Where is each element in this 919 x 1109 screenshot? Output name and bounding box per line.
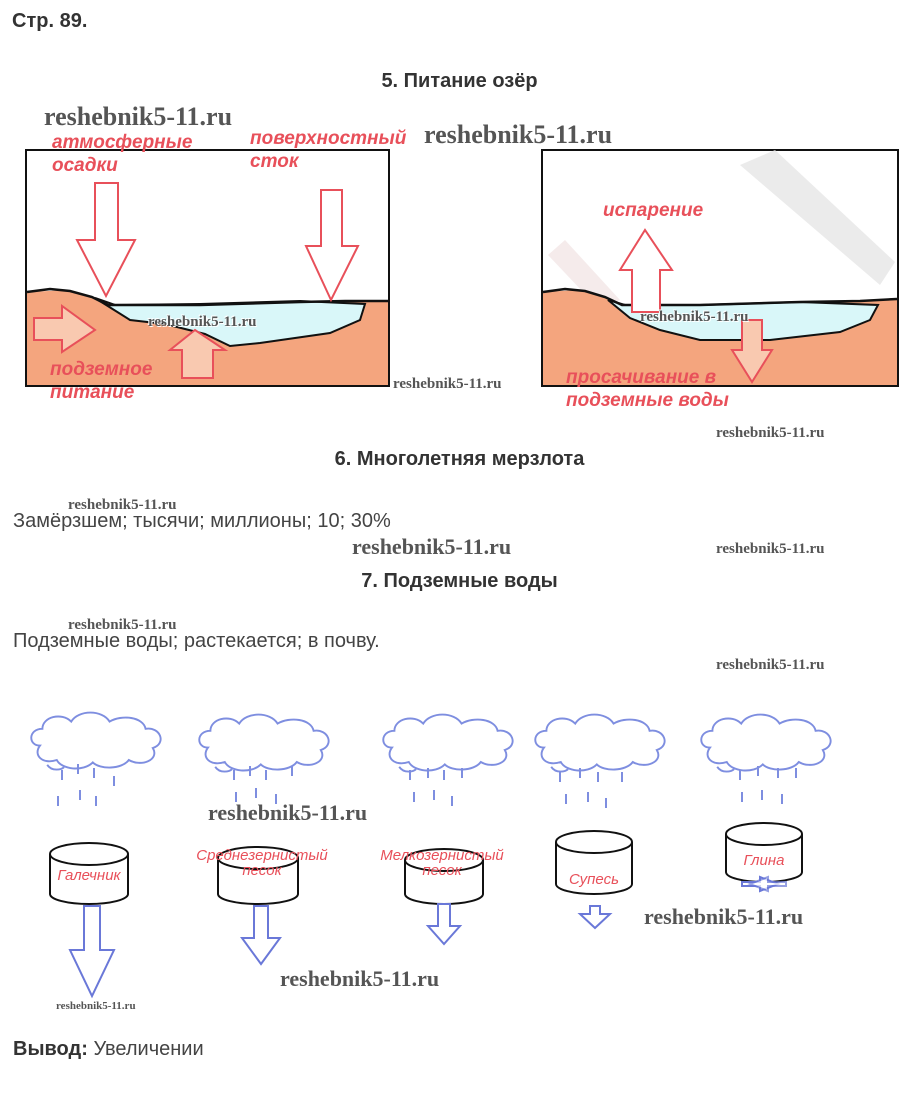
precipitation-label: атмосферные осадки (52, 132, 193, 176)
section-5-title: 5. Питание озёр (381, 70, 538, 92)
infiltration-arrow-2 (240, 905, 282, 966)
infiltration-arrow-1 (68, 905, 116, 999)
watermark: reshebnik5-11.ru (280, 966, 440, 991)
lake-inflow-diagram (25, 149, 390, 387)
section-6-title: 6. Многолетняя мерзлота (334, 448, 585, 470)
cylinder-gravel (49, 842, 129, 905)
conclusion: Вывод: Увеличении (13, 1038, 204, 1061)
layer-label-sandy-loam: Супесь (569, 871, 619, 888)
seepage-label: просачивание в подземные воды (566, 367, 729, 411)
evaporation-arrow (618, 228, 674, 313)
permafrost-answer: Замёрзшем; тысячи; миллионы; 10; 30% (13, 510, 391, 532)
runoff-label: поверхностный сток (250, 128, 407, 172)
section-7-title: 7. Подземные воды (361, 570, 558, 592)
cylinder-clay (725, 822, 803, 883)
runoff-arrow (304, 189, 360, 303)
layer-label-fine-sand: Мелкозернистый песок (380, 847, 504, 879)
watermark: reshebnik5-11.ru (56, 1000, 136, 1012)
infiltration-arrow-4 (577, 905, 613, 930)
cylinder-fine-sand (404, 848, 484, 905)
layer-label-gravel: Галечник (57, 867, 121, 884)
groundwater-arrow (33, 304, 97, 354)
groundwater-label: подземное питание (50, 359, 153, 403)
rain-2 (233, 766, 293, 804)
groundwater-up-arrow (167, 328, 229, 379)
watermark: reshebnik5-11.ru (644, 904, 804, 929)
rain-4 (559, 768, 623, 808)
lake-outflow-diagram (541, 149, 899, 387)
rain-5 (739, 766, 797, 804)
watermark: reshebnik5-11.ru (716, 657, 825, 673)
watermark: reshebnik5-11.ru (640, 309, 749, 325)
layer-label-medium-sand: Среднезернистый песок (196, 847, 328, 879)
cloud-icon-4 (534, 713, 666, 773)
seepage-arrow (730, 319, 774, 384)
cloud-icon-5 (700, 713, 832, 773)
conclusion-label: Вывод: (13, 1038, 88, 1060)
cylinder-medium-sand (217, 846, 299, 905)
watermark: reshebnik5-11.ru (68, 617, 177, 633)
watermark: reshebnik5-11.ru (68, 497, 177, 513)
watermark: reshebnik5-11.ru (148, 314, 257, 330)
precipitation-arrow (75, 182, 137, 299)
cylinder-sandy-loam (555, 830, 633, 895)
watermark: reshebnik5-11.ru (44, 102, 233, 131)
rain-1 (57, 764, 115, 806)
watermark: reshebnik5-11.ru (352, 534, 512, 559)
cloud-icon-3 (382, 713, 514, 773)
rain-3 (409, 768, 463, 806)
layer-label-clay: Глина (743, 852, 785, 869)
page-number: Стр. 89. (12, 10, 88, 32)
watermark: reshebnik5-11.ru (716, 425, 825, 441)
evaporation-label: испарение (603, 200, 704, 221)
watermark: reshebnik5-11.ru (208, 800, 368, 825)
groundwater-answer: Подземные воды; растекается; в почву. (13, 630, 380, 652)
conclusion-text: Увеличении (93, 1038, 204, 1060)
watermark: reshebnik5-11.ru (716, 541, 825, 557)
watermark: reshebnik5-11.ru (424, 120, 613, 149)
cloud-icon-2 (198, 713, 330, 773)
infiltration-arrow-3 (425, 903, 463, 946)
watermark: reshebnik5-11.ru (393, 376, 502, 392)
cloud-icon-1 (30, 711, 162, 771)
